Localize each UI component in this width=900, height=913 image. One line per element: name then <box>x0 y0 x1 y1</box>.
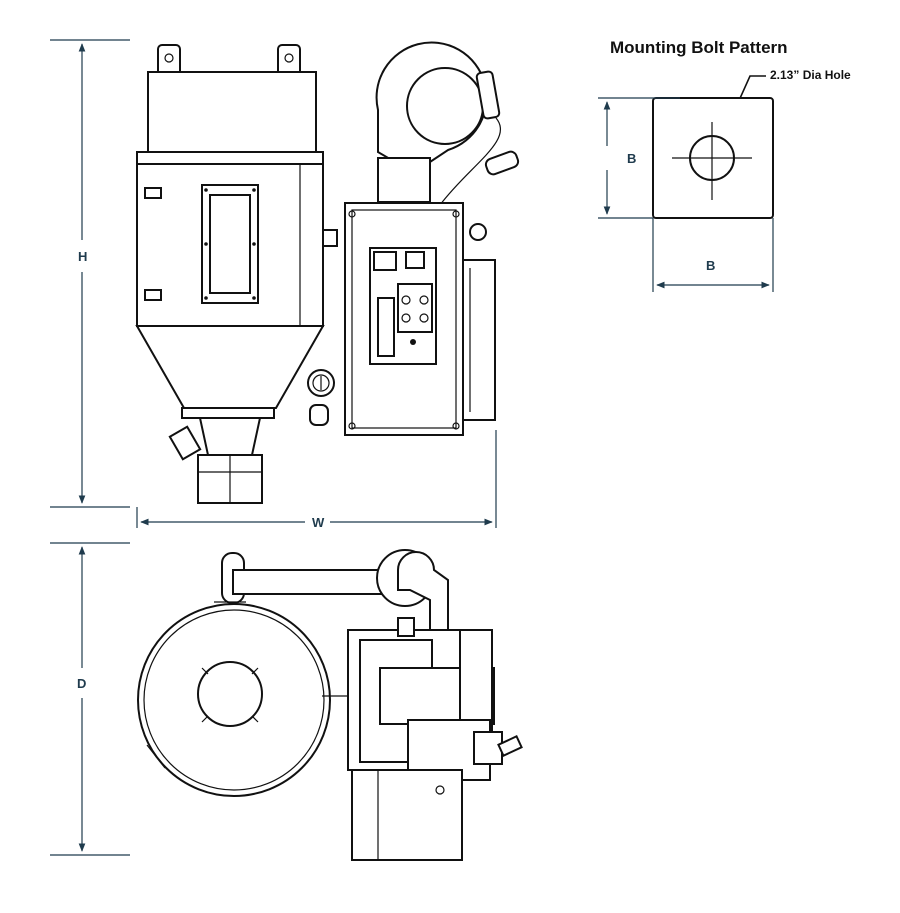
depth-label: D <box>77 676 86 691</box>
front-elevation-view <box>135 41 520 504</box>
width-label: W <box>312 515 325 530</box>
height-dimension: H <box>50 39 130 508</box>
bolt-pattern-bottom-label: B <box>706 258 715 273</box>
bolt-pattern-title: Mounting Bolt Pattern <box>610 38 788 57</box>
width-dimension: W <box>136 430 497 530</box>
bolt-pattern-side-label: B <box>627 151 636 166</box>
depth-dimension: D <box>50 542 130 856</box>
mounting-bolt-pattern: Mounting Bolt Pattern 2.13” Dia Hole B B <box>598 38 851 292</box>
height-label: H <box>78 249 87 264</box>
top-plan-view <box>137 549 523 861</box>
hole-diameter-note: 2.13” Dia Hole <box>770 68 851 82</box>
